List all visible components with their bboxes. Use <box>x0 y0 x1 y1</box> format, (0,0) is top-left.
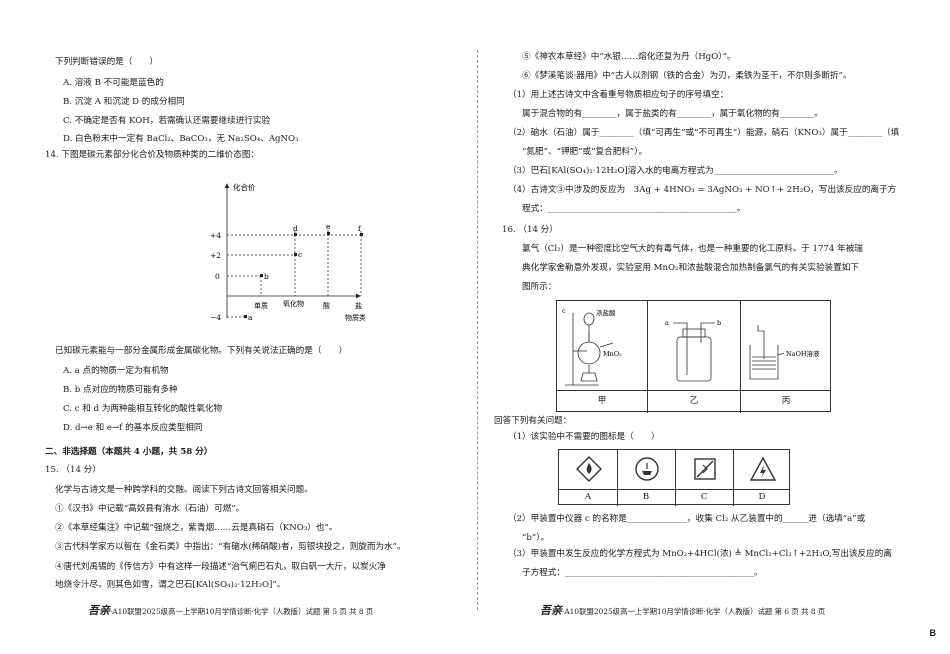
label-jia: 甲 <box>597 396 607 406</box>
hazard-icons-table: A B C D <box>558 449 790 506</box>
x-tick-salt: 盐 <box>355 301 362 310</box>
question-13-stem: 下列判断错误的是（ ） <box>55 57 159 67</box>
apparatus-yi-diagram: a b <box>665 319 721 382</box>
label-mno2: MnO₂ <box>603 350 622 358</box>
icon-label-b: B <box>642 492 650 502</box>
icon-label-d: D <box>758 492 766 502</box>
y-axis-label: 化合价 <box>233 182 256 192</box>
x-axis-label: 物质类别 <box>345 313 365 322</box>
left-footer: 吾亲·A10联盟2025级高一上学期10月学情诊断·化学（人教版）试题 第 5 … <box>88 604 374 617</box>
point-f: f <box>358 224 362 233</box>
point-a: a <box>248 313 253 322</box>
q16-intro-3: 图所示： <box>522 282 557 292</box>
hand-wash-icon <box>635 457 659 481</box>
question-14-stem: 已知碳元素能与一部分金属形成金属碳化物。下列有关说法正确的是（ ） <box>55 346 348 356</box>
question-14-title: 14. 下图是碳元素部分化合价及物质种类的二维价态图： <box>45 150 260 160</box>
q16-part-1: （1）该实验中不需要的图标是（ ） <box>508 432 660 442</box>
q16-part-3-answer: 子方程式：___________________________________… <box>522 568 763 578</box>
q15-part-2: （2）硇水（石油）属于________（填“可再生”或“不可再生”）能源，硝石（… <box>508 128 900 138</box>
flame-hazard-icon <box>576 456 602 482</box>
q15-verse-4: ④唐代刘禹锡的《传信方》中有这样一段描述“治气痢巴石丸，取白矾一大斤，以炭火净 <box>55 562 386 572</box>
q15-verse-4-cont: 地烧令汁尽，则其色如雪，谓之巴石[KAl(SO₄)₂·12H₂O]”。 <box>55 580 286 590</box>
question-16-title: 16. （14 分） <box>502 225 558 235</box>
brand-logo: 吾亲 <box>88 604 110 617</box>
q13-option-d: D. 白色粉末中一定有 BaCl₂、BaCO₃，无 Na₂SO₄、AgNO₃ <box>63 134 299 144</box>
label-bing: 丙 <box>781 396 791 406</box>
q15-part-3: （3）巴石[KAl(SO₄)₂·12H₂O]溶入水的电离方程式为________… <box>508 166 843 176</box>
label-conc-hcl: 浓盐酸 <box>596 308 616 317</box>
q14-option-d: D. d→e 和 e→f 的基本反应类型相同 <box>63 423 203 433</box>
electric-hazard-icon <box>750 456 776 481</box>
q15-intro: 化学与古诗文是一种跨学科的交融。阅读下列古诗文回答相关问题。 <box>55 485 313 495</box>
point-c: c <box>298 250 302 259</box>
q14-option-b: B. b 点对应的物质可能有多种 <box>63 385 178 395</box>
y-tick-plus4: +4 <box>210 231 221 240</box>
q14-option-c: C. c 和 d 为两种能相互转化的酸性氧化物 <box>63 404 223 414</box>
y-tick-minus4: −4 <box>210 313 221 322</box>
apparatus-table: c 浓盐酸 MnO₂ a b <box>556 300 831 413</box>
q13-option-a: A. 溶液 B 不可能是蓝色的 <box>63 78 164 88</box>
point-b: b <box>264 272 269 281</box>
q15-part-1-blanks: 属于混合物的有________，属于盐类的有________，属于氧化物的有__… <box>522 109 823 119</box>
brand-logo-right: 吾亲 <box>540 604 562 617</box>
label-c: c <box>562 307 566 315</box>
label-naoh: NaOH溶液 <box>786 349 820 358</box>
q16-prompt: 回答下列有关问题： <box>494 416 572 426</box>
q15-verse-6: ⑥《梦溪笔谈·器用》中“古人以剂钢（铁的合金）为刃，柔铁为茎干，不尔则多断折”。 <box>522 71 852 81</box>
label-b: b <box>717 319 721 327</box>
q16-part-2: （2）甲装置中仪器 c 的名称是______________，收集 Cl₂ 从乙… <box>508 514 866 524</box>
y-tick-plus2: +2 <box>210 251 221 260</box>
q16-intro-2: 典化学家舍勒意外发现，实验室用 MnO₂和浓盐酸混合加热制备氯气的有关实验装置如… <box>522 263 859 273</box>
icon-label-a: A <box>584 492 592 502</box>
no-ignition-icon <box>694 458 716 480</box>
q15-part-4: （4）古诗文③中涉及的反应为 3Ag + 4HNO₃ = 3AgNO₃ + NO… <box>508 185 897 195</box>
apparatus-bing-diagram: NaOH溶液 <box>749 325 820 380</box>
point-d: d <box>293 224 298 233</box>
q13-option-c: C. 不确定是否有 KOH，若需确认还需要继续进行实验 <box>63 116 271 126</box>
q15-verse-2: ②《本草经集注》中记载“强烧之，紫青烟……云是真硝石（KNO₃）也”。 <box>55 523 338 533</box>
valence-chart: 化合价 +4 +2 0 −4 a b c d e f 单质 氧化物 <box>210 182 365 322</box>
x-tick-oxide: 氧化物 <box>283 299 304 308</box>
label-a: a <box>665 319 669 327</box>
icon-label-c: C <box>700 492 708 502</box>
q15-part-2-cont: “氮肥”、“钾肥”或“复合肥料”）。 <box>522 147 648 157</box>
q15-part-1: （1）用上述古诗文中含着重号物质相应句子的序号填空： <box>508 90 729 100</box>
y-tick-0: 0 <box>215 272 220 281</box>
q15-verse-3: ③古代科学家方以智在《金石类》中指出：“有硇水(稀硝酸)者，剪银块投之，则旋而为… <box>55 542 406 552</box>
x-tick-acid: 酸 <box>323 301 330 310</box>
q15-verse-1: ①《汉书》中记载“高奴县有洧水（石油）可燃”。 <box>55 504 245 514</box>
q15-verse-5: ⑤《神农本草经》中“水银……熔化还复为丹（HgO）”。 <box>522 52 736 62</box>
question-15-title: 15. （14 分） <box>45 465 101 475</box>
apparatus-jia-diagram: c 浓盐酸 MnO₂ <box>562 307 622 386</box>
section-heading: 二、非选择题（本题共 4 小题，共 58 分） <box>45 447 213 457</box>
x-tick-element: 单质 <box>254 301 268 310</box>
page-divider <box>477 50 478 610</box>
q13-option-b: B. 沉淀 A 和沉淀 D 的成分相同 <box>63 97 185 107</box>
q15-part-4-answer: 程式：_____________________________________… <box>522 204 746 214</box>
q16-part-2-cont: “b”）。 <box>522 533 550 543</box>
point-e: e <box>326 222 331 231</box>
q14-option-a: A. a 点的物质一定为有机物 <box>63 366 169 376</box>
q16-part-3: （3）甲装置中发生反应的化学方程式为 MnO₂+4HCl(浓) ≜ MnCl₂+… <box>508 549 892 559</box>
right-footer: 吾亲·A10联盟2025级高一上学期10月学情诊断·化学（人教版）试题 第 6 … <box>540 604 826 617</box>
q16-intro-1: 氯气（Cl₂）是一种密度比空气大的有毒气体，也是一种重要的化工原料。于 1774… <box>522 244 863 254</box>
corner-mark: B <box>929 628 937 638</box>
label-yi: 乙 <box>689 396 699 406</box>
